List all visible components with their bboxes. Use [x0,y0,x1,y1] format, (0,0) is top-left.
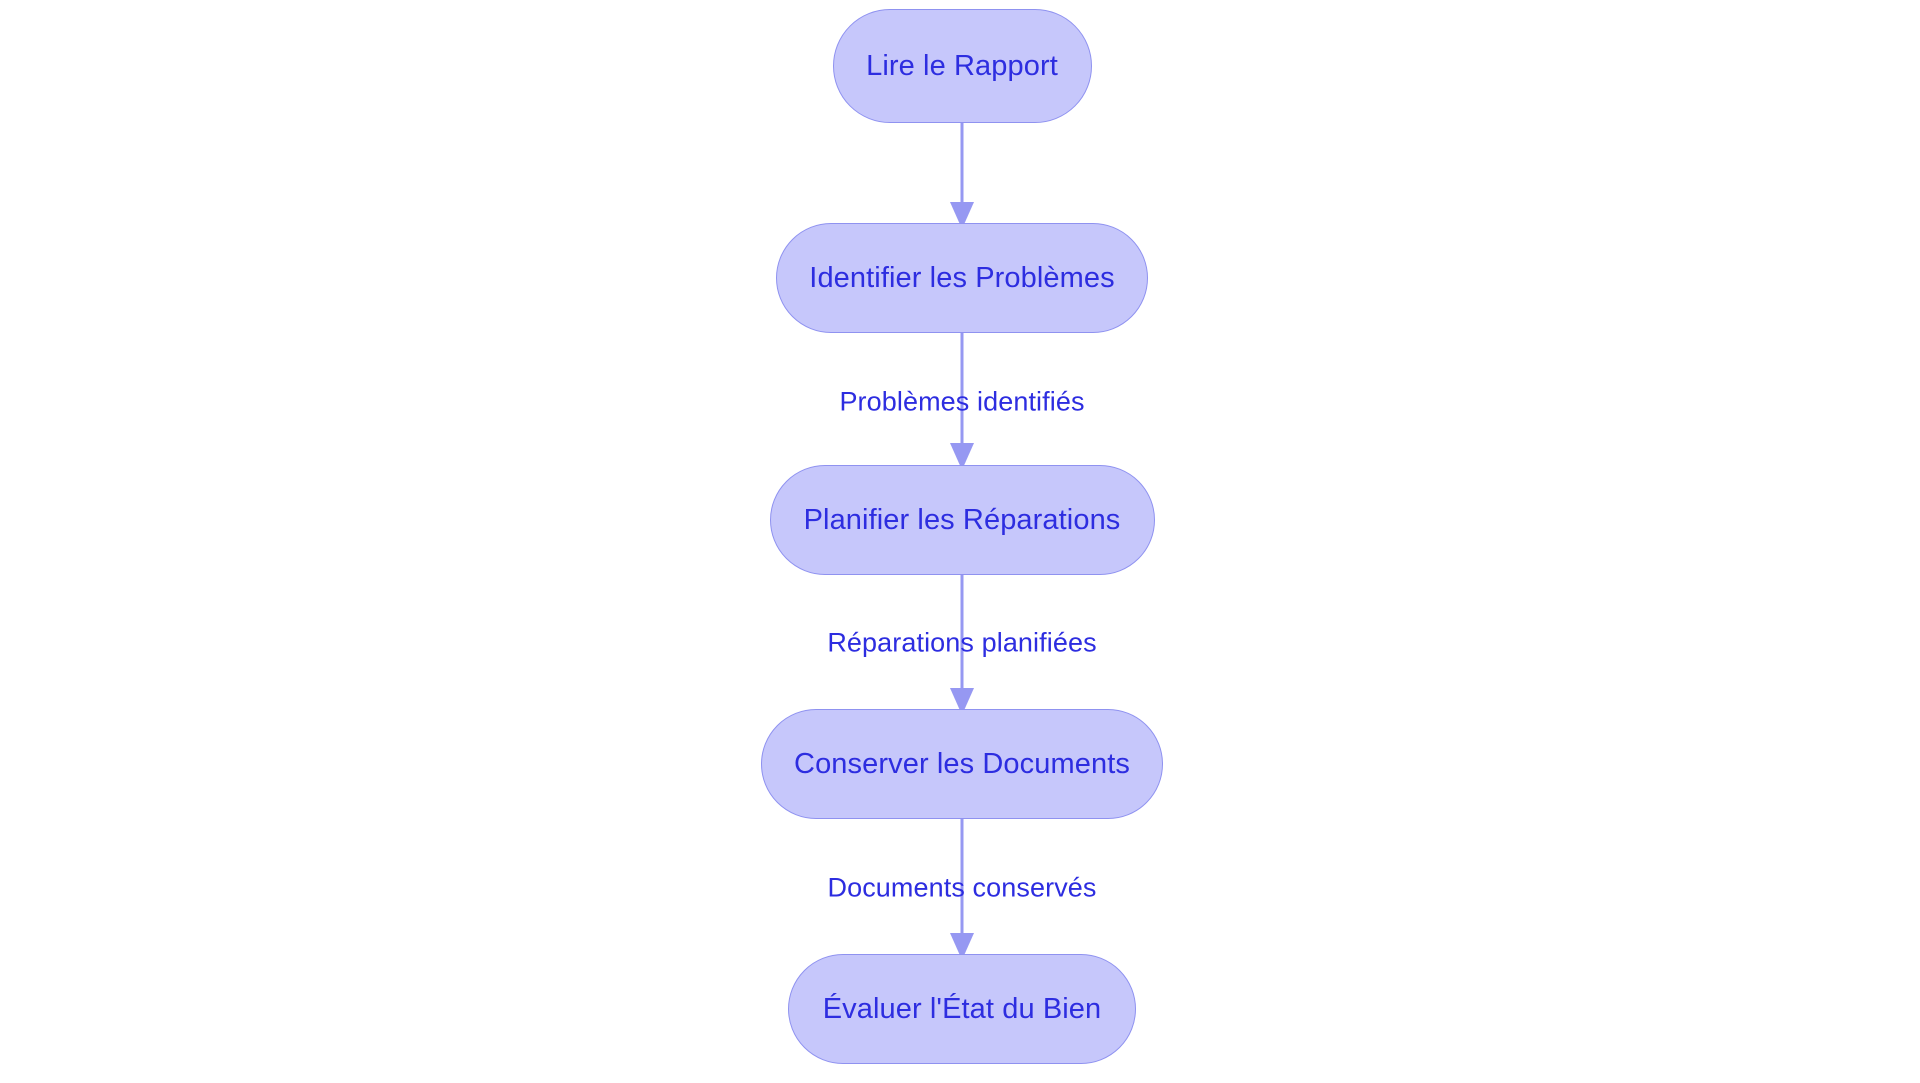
flow-node-evaluer-l-etat-du-bien[interactable]: Évaluer l'État du Bien [788,954,1136,1064]
flow-node-label: Lire le Rapport [866,49,1058,82]
flow-node-label: Planifier les Réparations [803,503,1121,536]
edge-label-problemes-identifies: Problèmes identifiés [839,386,1085,417]
flow-node-conserver-les-documents[interactable]: Conserver les Documents [761,709,1163,819]
flow-node-lire-le-rapport[interactable]: Lire le Rapport [832,9,1092,123]
flow-node-label: Identifier les Problèmes [809,261,1115,294]
edge-label-documents-conserves: Documents conservés [827,872,1097,903]
flow-node-label: Conserver les Documents [794,747,1130,780]
flow-node-planifier-les-reparations[interactable]: Planifier les Réparations [769,465,1155,575]
flow-node-identifier-les-problemes[interactable]: Identifier les Problèmes [776,223,1148,333]
flow-node-label: Évaluer l'État du Bien [822,992,1102,1025]
edge-label-reparations-planifiees: Réparations planifiées [827,627,1097,658]
